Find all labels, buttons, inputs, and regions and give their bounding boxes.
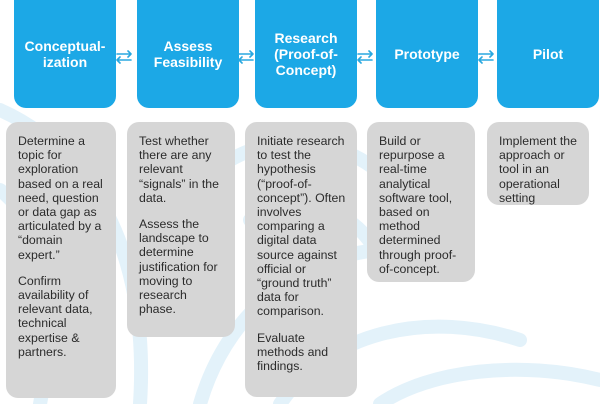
description-text: Initiate research to test the hypothesis… [257, 134, 346, 319]
double-arrow-icon [116, 50, 132, 64]
description-text: Evaluate methods and findings. [257, 330, 329, 374]
description-text: Confirm availability of relevant data, t… [18, 273, 93, 359]
double-arrow-icon [238, 50, 254, 64]
description-text: Implement the approach or tool in an ope… [499, 134, 577, 205]
double-arrow-icon [478, 50, 494, 64]
description-conceptualization: Determine a topic for exploration based … [6, 122, 116, 398]
double-arrow-icon [357, 50, 373, 64]
stage-pilot: Pilot [497, 0, 599, 108]
description-text: Assess the landscape to determine justif… [139, 217, 218, 317]
stage-conceptualization: Conceptual- ization [14, 0, 116, 108]
stage-prototype: Prototype [376, 0, 478, 108]
description-text: Test whether there are any relevant “sig… [139, 134, 219, 205]
description-text: Determine a topic for exploration based … [18, 134, 103, 262]
description-text: Build or repurpose a real-time analytica… [379, 134, 457, 276]
description-pilot: Implement the approach or tool in an ope… [487, 122, 589, 205]
description-assess-feasibility: Test whether there are any relevant “sig… [127, 122, 235, 337]
description-research: Initiate research to test the hypothesis… [245, 122, 357, 397]
description-prototype: Build or repurpose a real-time analytica… [367, 122, 475, 282]
stage-assess-feasibility: Assess Feasibility [137, 0, 239, 108]
stage-research: Research (Proof-of- Concept) [255, 0, 357, 108]
